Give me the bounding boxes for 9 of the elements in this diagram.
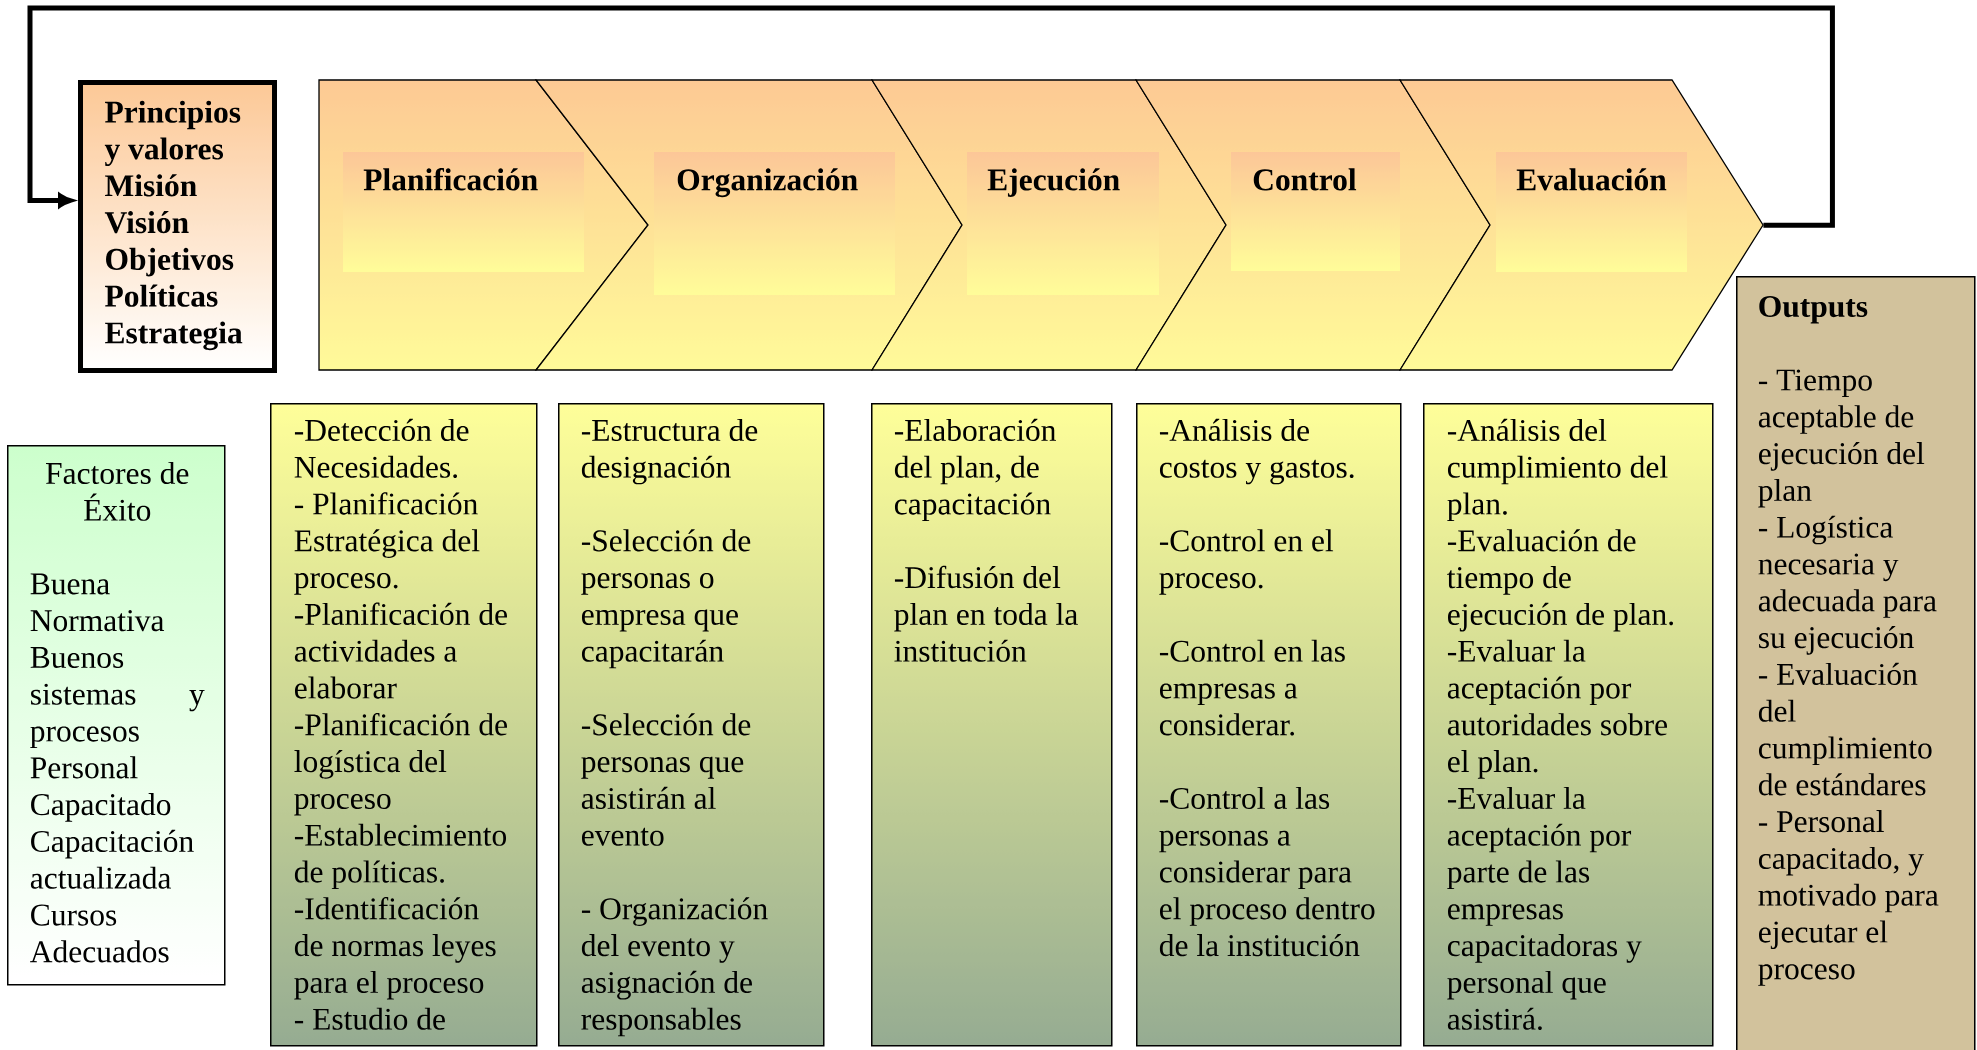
value-box: Principios y valores Misión Visión Objetivos Políticas Estrategia [78, 80, 277, 373]
activity-box: -Análisis del cumplimiento del plan. -Evaluación de tiempo de ejecución de plan. -Evaluar la aceptación por autoridades sobre el plan. -Evaluar la aceptación por parte de las empresas capacitadoras y personal que asistirá. [1423, 403, 1714, 1047]
activity-box: -Estructura de designación -Selección de personas o empresa que capacitarán -Selección de personas que asistirán al evento - Organización del evento y asignación de responsables [558, 403, 825, 1047]
factor-box: Factores de Éxito Buena Normativa Buenos sistemas y procesos Personal Capacitado Capacitación actualizada Cursos Adecuados [7, 445, 226, 986]
output-box: Outputs - Tiempo aceptable de ejecución del plan - Logística necesaria y adecuada para su ejecución - Evaluación del cumplimiento de estándares - Personal capacitado, y motivado para ejecutar el proceso [1736, 276, 1976, 1050]
feedback-arrow [27, 5, 1835, 228]
activity-box: -Elaboración del plan, de capacitación -Difusión del plan en toda la institución [871, 403, 1113, 1047]
activity-box: -Análisis de costos y gastos. -Control en el proceso. -Control en las empresas a considerar. -Control a las personas a considerar para el proceso dentro de la institución [1136, 403, 1402, 1047]
activity-box: -Detección de Necesidades. - Planificación Estratégica del proceso. -Planificación de actividades a elaborar -Planificación de logística del proceso -Establecimiento de políticas. -Identificación de normas leyes para el proceso - Estudio de [270, 403, 538, 1047]
